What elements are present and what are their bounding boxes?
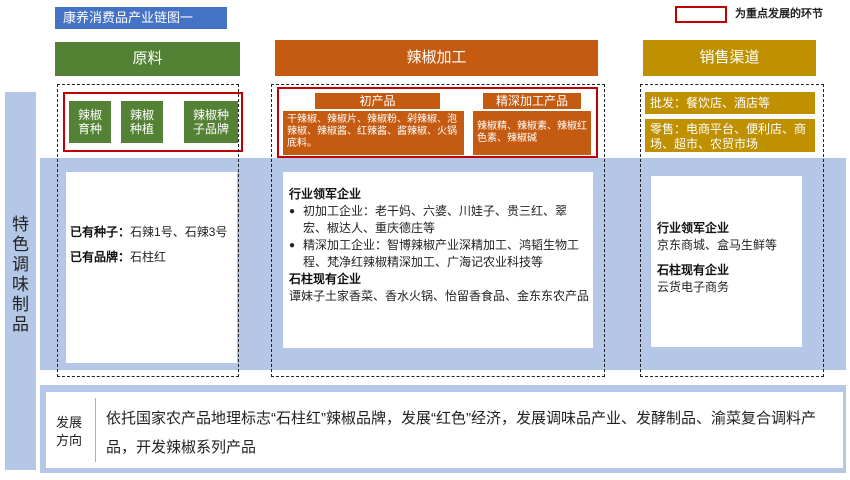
sales-card: 行业领军企业 京东商城、盒马生鲜等 石柱现有企业 云货电子商务 — [651, 176, 802, 347]
list-item: ● 初加工企业：老干妈、六婆、川娃子、贵三红、翠宏、椒达人、重庆德庄等 — [289, 204, 568, 235]
legend-text: 为重点发展的环节 — [735, 8, 823, 20]
processing-existing-title: 石柱现有企业 — [289, 272, 362, 286]
deep-products-label: 精深加工产品 — [483, 93, 581, 109]
direction-label: 发展方向 — [55, 415, 82, 448]
retail-channel: 零售：电商平台、便利店、商场、超市、农贸市场 — [645, 119, 815, 152]
primary-products-label: 初产品 — [315, 93, 440, 109]
brand-row: 已有品牌：石柱红 — [70, 250, 167, 264]
direction-text: 依托国家农产品地理标志“石柱红”辣椒品牌，发展“红色”经济，发展调味品产业、发酵… — [106, 410, 816, 456]
processing-card: 行业领军企业 ● 初加工企业：老干妈、六婆、川娃子、贵三红、翠宏、椒达人、重庆德… — [283, 172, 593, 348]
primary-products-list: 干辣椒、辣椒片、辣椒粉、剁辣椒、泡辣椒、辣椒酱、红辣酱、酱辣椒、火锅底料。 — [283, 111, 464, 155]
column-outline-sales — [640, 84, 824, 377]
processing-existing-text: 谭妹子土家香菜、香水火锅、怡留香食品、金东东农产品 — [289, 289, 590, 303]
side-label: 特 色 调 味 制 品 — [12, 215, 29, 334]
side-band — [5, 92, 36, 470]
column-header-sales: 销售渠道 — [643, 40, 816, 76]
direction-panel — [46, 392, 843, 468]
sales-leaders-title: 行业领军企业 — [657, 221, 730, 235]
raw-tile-planting: 辣椒种植 — [121, 101, 163, 143]
legend-red-box-icon — [675, 6, 727, 23]
raw-tile-breeding: 辣椒育种 — [69, 101, 111, 143]
wholesale-channel: 批发：餐饮店、酒店等 — [645, 92, 815, 114]
raw-card: 已有种子：石辣1号、石辣3号 已有品牌：石柱红 — [66, 172, 237, 363]
processing-leaders-title: 行业领军企业 — [289, 187, 362, 201]
column-outline-raw — [57, 84, 239, 377]
column-outline-processing — [271, 84, 605, 377]
column-header-raw: 原料 — [55, 42, 240, 76]
bullet-icon: ● — [289, 240, 296, 251]
deep-products-list: 辣椒精、辣椒素、辣椒红色素、辣椒碱 — [473, 111, 591, 155]
chart-title: 康养消费品产业链图一 — [55, 7, 227, 29]
direction-divider — [95, 398, 96, 462]
bullet-icon: ● — [289, 206, 296, 217]
sales-existing-text: 云货电子商务 — [657, 280, 730, 294]
seeds-row: 已有种子：石辣1号、石辣3号 — [70, 225, 228, 239]
raw-tile-seed-brand: 辣椒种子品牌 — [184, 101, 238, 143]
column-header-processing: 辣椒加工 — [275, 40, 598, 76]
sales-existing-title: 石柱现有企业 — [657, 263, 730, 277]
list-item: ● 精深加工企业：智博辣椒产业深精加工、鸿韬生物工程、梵净红辣椒精深加工、广海记… — [289, 238, 580, 269]
sales-leaders-text: 京东商城、盒马生鲜等 — [657, 238, 778, 252]
